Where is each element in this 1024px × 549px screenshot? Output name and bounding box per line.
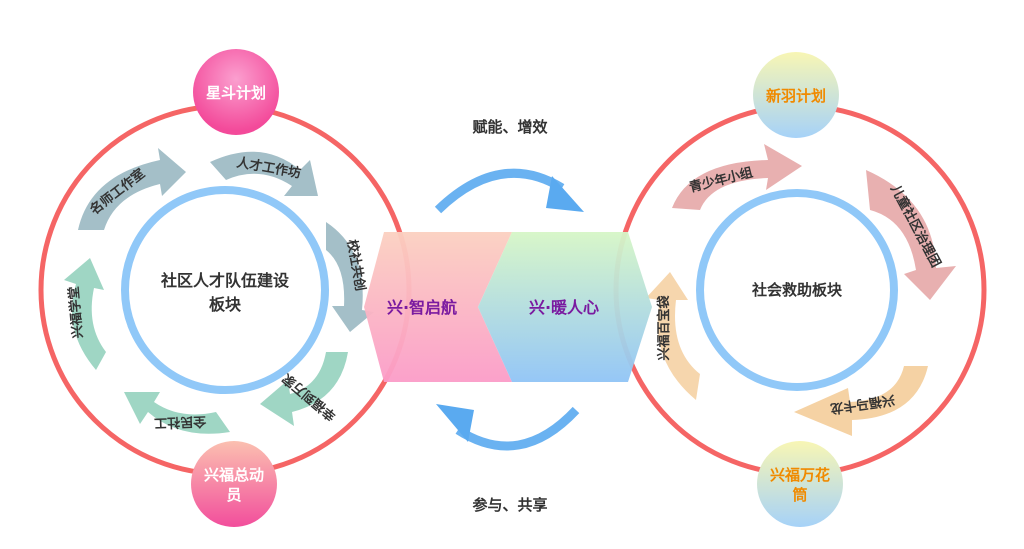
badge-xingdou: 星斗计划 (193, 49, 279, 135)
arrow-item (646, 272, 700, 400)
right-inner-ring (696, 189, 898, 391)
svg-text:兴福万花: 兴福万花 (770, 466, 830, 484)
badge-xingfu-zongdongyuan: 兴福总动 员 (191, 441, 277, 527)
right-module-title: 社会救助板块 (751, 281, 843, 299)
svg-text:员: 员 (226, 486, 241, 504)
item-label: 兴福百宝袋 (656, 295, 672, 361)
arrow-item (326, 222, 374, 332)
svg-text:兴福总动: 兴福总动 (204, 466, 264, 484)
center-right-label: 兴·暖人心 (529, 298, 599, 317)
svg-text:新羽计划: 新羽计划 (766, 87, 826, 105)
bottom-flow-label: 参与、共享 (472, 496, 547, 514)
left-inner-ring (121, 186, 329, 394)
flow-arrow-bottom (436, 404, 580, 451)
badge-wanhuatong: 兴福万花 筒 (757, 441, 843, 527)
badge-xinyu: 新羽计划 (753, 52, 839, 138)
center-left-label: 兴·智启航 (387, 298, 457, 317)
flow-arrow-top (434, 168, 584, 214)
top-flow-label: 赋能、增效 (472, 118, 548, 136)
arrow-item (260, 352, 348, 426)
svg-text:星斗计划: 星斗计划 (206, 84, 266, 102)
arrow-item (64, 258, 106, 370)
arrow-item (78, 148, 186, 230)
svg-text:筒: 筒 (792, 486, 807, 504)
item-label: 全民社工 (154, 413, 208, 431)
arrow-item (210, 151, 318, 196)
right-cycle-arrows: 青少年小组 儿童社区治理团 兴福马卡龙 兴福百宝袋 (646, 144, 956, 436)
item-label: 兴福学堂 (66, 286, 86, 339)
arrow-item (794, 366, 928, 436)
arrow-item (124, 392, 230, 434)
left-module-title-2: 板块 (209, 295, 242, 314)
arrow-item (672, 144, 802, 210)
center-hexagon: 兴·智启航 兴·暖人心 (364, 232, 652, 382)
left-module-title: 社区人才队伍建设 (160, 271, 290, 290)
item-label: 名师工作室 (87, 166, 148, 219)
arrow-item (866, 170, 956, 300)
